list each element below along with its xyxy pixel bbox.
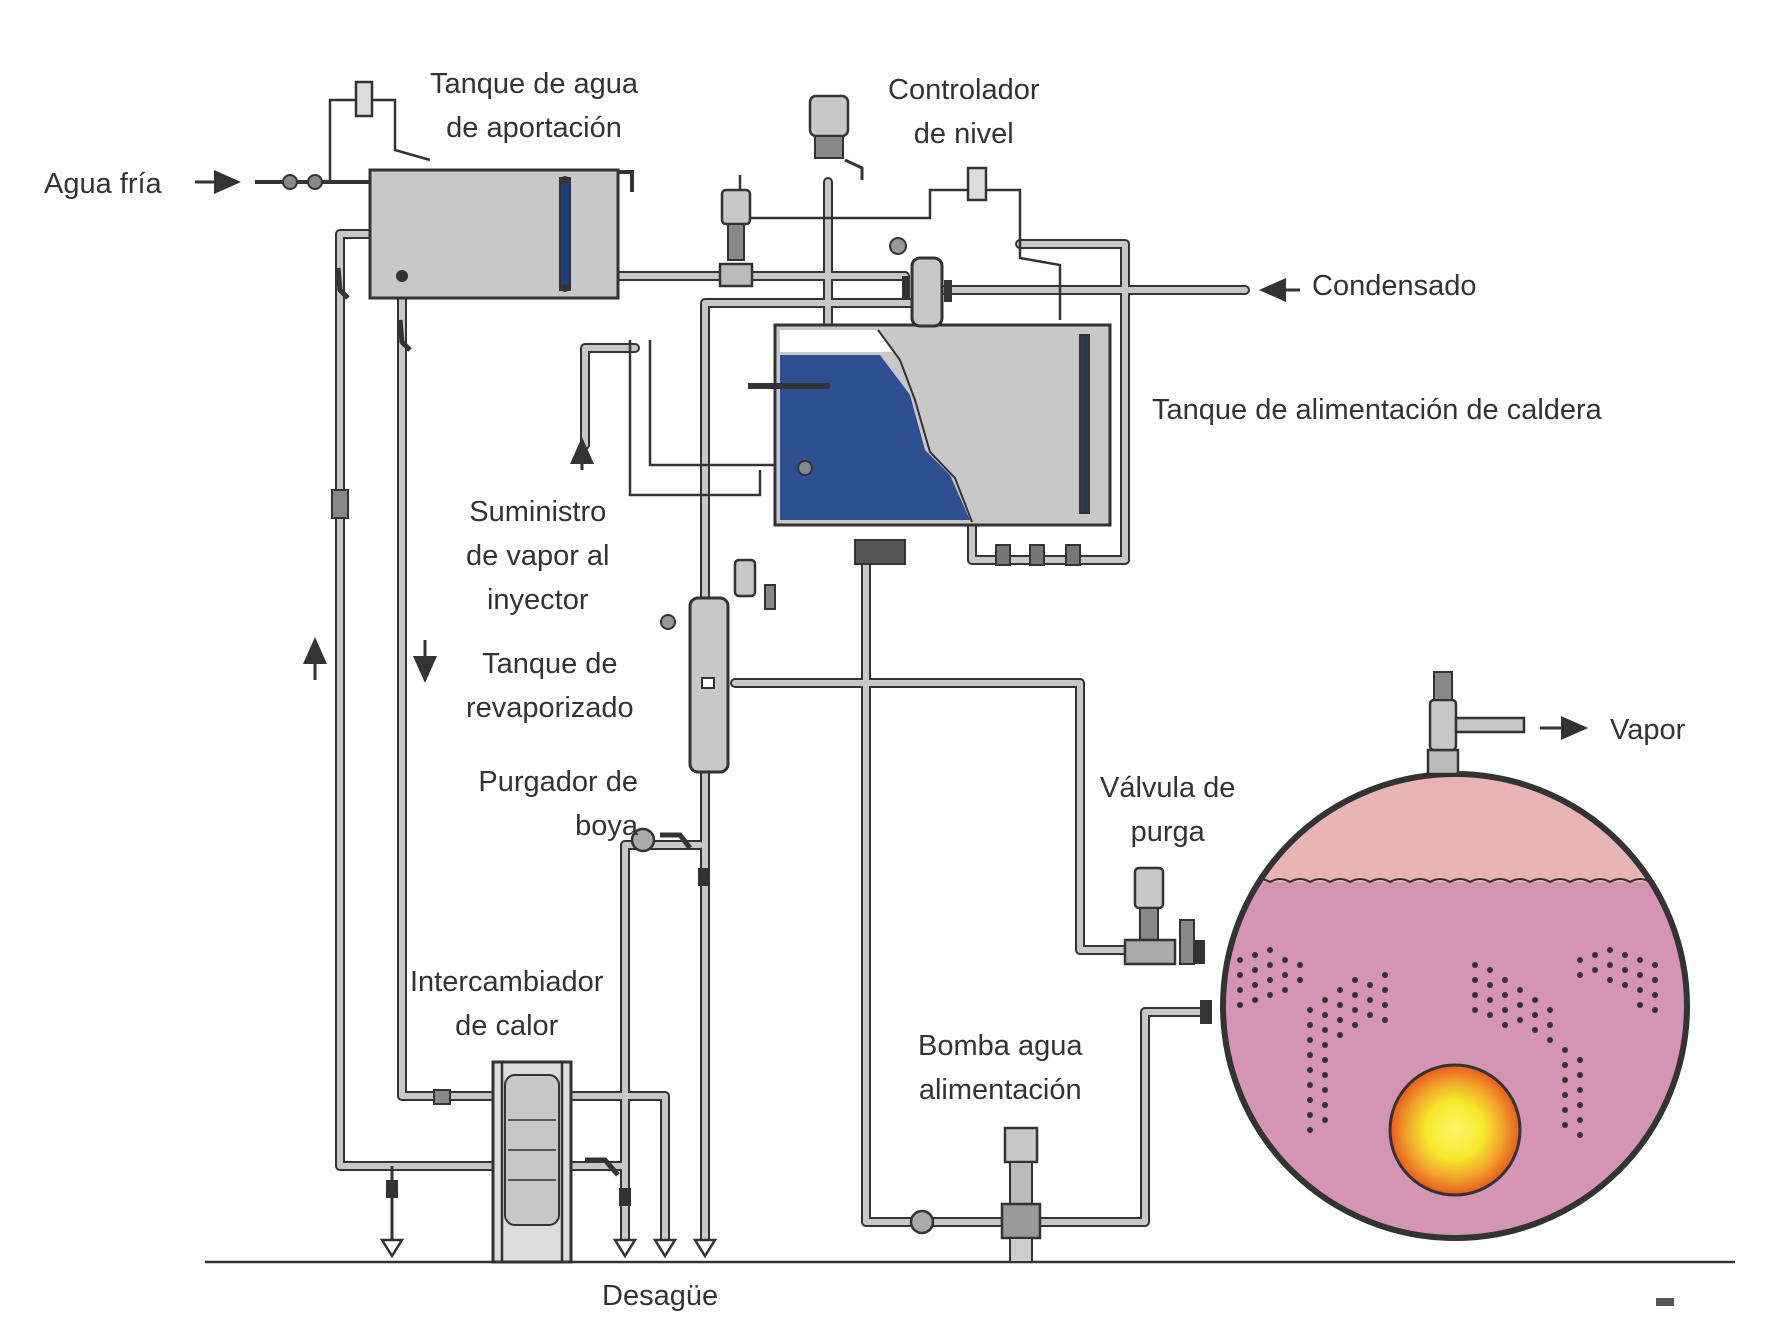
label-suministro-vapor-line2: de vapor al: [466, 540, 610, 572]
vent-head: [808, 94, 864, 180]
boiler-tubes: [1237, 947, 1658, 1138]
float-trap: [630, 827, 710, 886]
makeup-level-switch: [354, 80, 374, 118]
label-valvula-purga: Válvula de purga: [1100, 766, 1235, 854]
deaerator-head: [889, 237, 952, 328]
label-purgador-boya: Purgador de boya: [452, 760, 638, 848]
label-desague: Desagüe: [602, 1280, 719, 1312]
label-tanque-revaporizado-line2: revaporizado: [466, 692, 634, 724]
label-tanque-revaporizado-line1: Tanque de: [482, 648, 618, 680]
drain-symbols: [379, 1238, 718, 1259]
drain-valves: [386, 1166, 631, 1240]
label-intercambiador: Intercambiador de calor: [410, 960, 603, 1048]
label-intercambiador-line1: Intercambiador: [410, 966, 604, 998]
label-valvula-purga-line1: Válvula de: [1100, 772, 1236, 804]
label-controlador-nivel: Controlador de nivel: [888, 68, 1040, 156]
label-tanque-aportacion-line2: de aportación: [446, 112, 622, 144]
label-controlador-nivel-line1: Controlador: [888, 74, 1040, 106]
label-suministro-vapor-line3: inyector: [486, 584, 589, 616]
label-valvula-purga-line2: purga: [1130, 816, 1205, 848]
plate-heat-exchanger: [491, 1060, 620, 1264]
label-suministro-vapor: Suministro de vapor al inyector: [466, 490, 610, 622]
makeup-control-valve: [718, 188, 754, 288]
label-tanque-aportacion-line1: Tanque de agua: [430, 68, 639, 100]
pipe-valves: [331, 267, 451, 1105]
label-bomba-line2: alimentación: [918, 1074, 1082, 1106]
level-controller-box: [966, 166, 988, 202]
label-tanque-alimentacion: Tanque de alimentación de caldera: [1152, 394, 1602, 426]
burner-flame: [1388, 1063, 1522, 1197]
cold-water-inlet-valve: [255, 174, 370, 190]
label-purgador-boya-line2: boya: [575, 810, 638, 842]
label-suministro-vapor-line1: Suministro: [469, 496, 607, 528]
label-bomba: Bomba agua alimentación: [918, 1024, 1082, 1112]
label-vapor: Vapor: [1610, 714, 1686, 746]
label-tanque-revaporizado: Tanque de revaporizado: [466, 642, 634, 730]
label-purgador-boya-line1: Purgador de: [478, 766, 638, 798]
label-controlador-nivel-line2: de nivel: [913, 118, 1014, 150]
blowdown-valve: [1123, 866, 1195, 966]
corner-mark: [1656, 1298, 1674, 1306]
flash-vessel: [660, 558, 776, 774]
pipework: [335, 177, 1250, 1245]
makeup-water-tank: [368, 168, 634, 300]
main-steam-valve: [1426, 671, 1526, 776]
label-agua-fria: Agua fría: [44, 168, 162, 200]
feed-pump: [909, 1126, 1042, 1263]
label-bomba-line1: Bomba agua: [918, 1030, 1083, 1062]
boiler: [1193, 771, 1690, 1241]
flow-arrows: [195, 170, 1588, 740]
label-tanque-aportacion: Tanque de agua de aportación: [430, 62, 638, 150]
label-condensado: Condensado: [1312, 270, 1477, 302]
feed-tank-drain-valves: [854, 539, 1081, 566]
label-intercambiador-line2: de calor: [455, 1010, 559, 1042]
boiler-feed-tank: [748, 323, 1112, 527]
